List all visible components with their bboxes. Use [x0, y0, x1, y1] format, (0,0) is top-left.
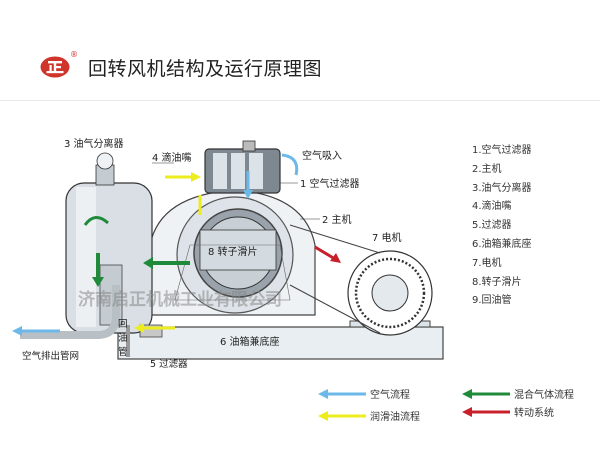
drive-arrow-icon: [462, 406, 510, 417]
air-filter: [204, 140, 281, 194]
label-air-outlet: 空气排出管网: [22, 350, 79, 362]
legend-item: 4.滴油嘴: [472, 201, 512, 213]
legend-item: 9.回油管: [472, 295, 512, 307]
rotary-blower-diagram: 3 油气分离器 4 滴油嘴 空气吸入 1 空气过滤器 2 主机 7 电机 8 转…: [0, 135, 455, 375]
mixed-flow-arrow-icon: [462, 388, 510, 399]
label-oil-filter: 5 过滤器: [150, 358, 188, 370]
mixed-flow-arrows: [83, 216, 190, 287]
air-flow-arrows: [12, 153, 299, 336]
legend-item: 7.电机: [472, 257, 502, 269]
label-air-intake: 空气吸入: [302, 149, 342, 162]
label-main-unit: 2 主机: [322, 213, 352, 226]
label-rotor-vane: 8 转子滑片: [208, 245, 258, 258]
label-drip-nozzle: 4 滴油嘴: [152, 151, 192, 164]
component-legend: 1.空气过滤器 2.主机 3.油气分离器 4.滴油嘴 5.过滤器 6.油箱兼底座…: [472, 142, 592, 311]
oil-flow-arrows: [134, 172, 202, 333]
header: ® 回转风机结构及运行原理图: [0, 0, 600, 100]
legend-item: 1.空气过滤器: [472, 145, 532, 156]
label-return-pipe: 回 油 管: [118, 319, 131, 358]
registered-mark: ®: [70, 50, 78, 59]
legend-item: 8.转子滑片: [472, 276, 522, 288]
drive-arrow: [314, 245, 341, 263]
zheng-logo-icon: [40, 56, 70, 78]
legend-item: 2.主机: [472, 163, 502, 175]
flow-legend-oil: 润滑油流程: [318, 408, 420, 423]
label-separator: 3 油气分离器: [64, 137, 124, 150]
legend-item: 3.油气分离器: [472, 182, 532, 194]
watermark-text: 济南启正机械工业有限公司: [78, 289, 282, 310]
flow-legend-mixed-label: 混合气体流程: [514, 390, 574, 401]
oil-flow-arrow-icon: [318, 410, 366, 421]
header-divider: [0, 100, 600, 101]
flow-legend-oil-label: 润滑油流程: [370, 412, 420, 423]
flow-legend-drive: 转动系统: [462, 404, 554, 419]
motor: [347, 250, 433, 336]
flow-legend: 空气流程 混合气体流程 润滑油流程 转动系统: [0, 376, 600, 446]
main-unit: [149, 189, 316, 316]
legend-item: 6.油箱兼底座: [472, 238, 532, 250]
label-air-filter: 1 空气过滤器: [300, 177, 360, 190]
label-oil-tank-base: 6 油箱兼底座: [220, 335, 280, 348]
air-flow-arrow-icon: [318, 388, 366, 399]
page-title: 回转风机结构及运行原理图: [88, 58, 323, 80]
flow-legend-air-label: 空气流程: [370, 390, 410, 401]
legend-item: 5.过滤器: [472, 220, 512, 232]
flow-legend-air: 空气流程: [318, 386, 410, 401]
label-motor: 7 电机: [372, 231, 402, 244]
flow-legend-drive-label: 转动系统: [514, 408, 554, 419]
flow-legend-mixed: 混合气体流程: [462, 386, 574, 401]
